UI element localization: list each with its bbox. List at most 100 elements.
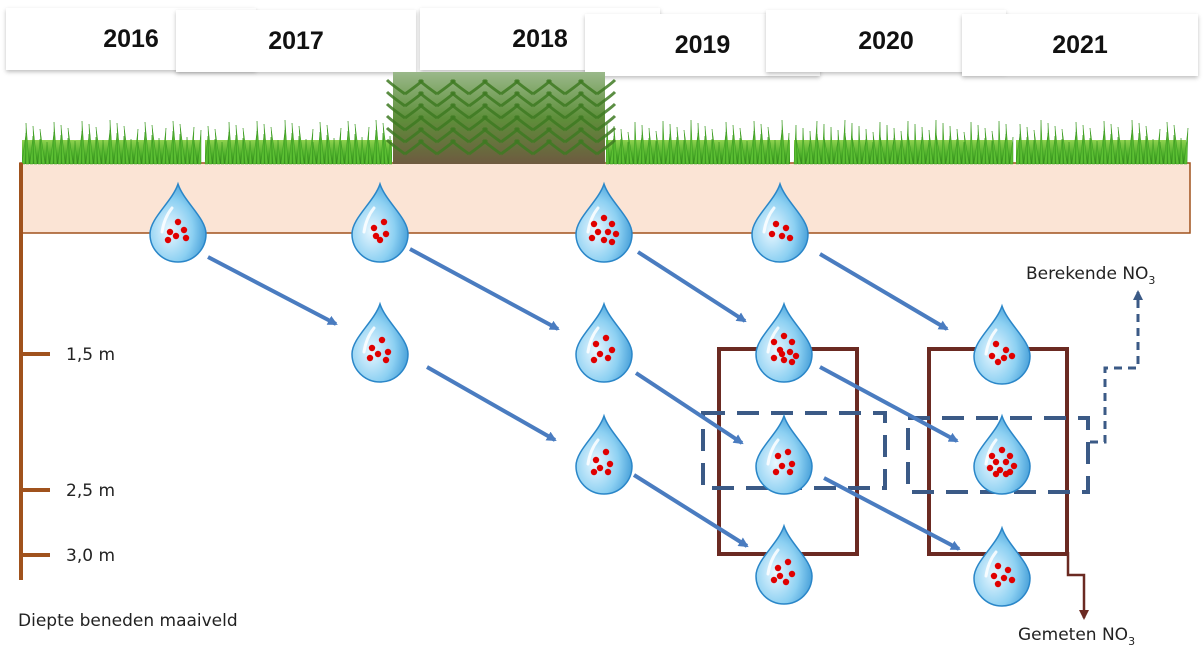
- nitrate-dot: [998, 446, 1006, 454]
- nitrate-dot: [770, 354, 778, 362]
- maize-crop-image: [385, 72, 617, 164]
- water-drop: [973, 303, 1031, 385]
- nitrate-dot: [782, 578, 790, 586]
- nitrate-dot: [986, 464, 994, 472]
- nitrate-dot: [608, 346, 616, 354]
- calculated-connector-arrow: [1090, 290, 1143, 444]
- nitrate-dot: [596, 464, 604, 472]
- nitrate-dot: [604, 468, 612, 476]
- nitrate-dot: [788, 460, 796, 468]
- grass-strip: [605, 119, 790, 165]
- nitrate-dot: [786, 234, 794, 242]
- water-drop: [755, 413, 813, 495]
- flow-arrow: [818, 252, 949, 331]
- nitrate-dot: [590, 468, 598, 476]
- nitrate-dot: [992, 470, 1000, 478]
- nitrate-dot: [370, 224, 378, 232]
- nitrate-dot: [1008, 576, 1016, 584]
- nitrate-dot: [1002, 470, 1010, 478]
- nitrate-dot: [590, 356, 598, 364]
- flow-arrow: [634, 371, 744, 445]
- grass-strip: [21, 119, 202, 165]
- nitrate-dot: [774, 564, 782, 572]
- nitrate-dot: [780, 332, 788, 340]
- nitrate-dot: [782, 224, 790, 232]
- water-drop: [755, 523, 813, 605]
- water-drop: [973, 413, 1031, 495]
- nitrate-dot: [180, 226, 188, 234]
- nitrate-dot: [1010, 462, 1018, 470]
- flow-arrow: [632, 473, 749, 548]
- nitrate-dot: [604, 228, 612, 236]
- nitrate-dot: [990, 572, 998, 580]
- water-drop: [351, 181, 409, 263]
- nitrate-dot: [1006, 452, 1014, 460]
- nitrate-dot: [770, 338, 778, 346]
- nitrate-dot: [786, 348, 794, 356]
- flow-arrow: [409, 247, 560, 331]
- nitrate-dot: [382, 230, 390, 238]
- nitrate-dot: [592, 340, 600, 348]
- nitrate-dot: [600, 214, 608, 222]
- calculated-no3-label: Berekende NO3: [1026, 264, 1155, 287]
- grass-strip: [793, 119, 1014, 165]
- nitrate-dot: [384, 348, 392, 356]
- measured-connector-arrow: [1066, 552, 1089, 620]
- nitrate-dot: [1000, 574, 1008, 582]
- nitrate-dot: [172, 232, 180, 240]
- flow-arrows: [207, 247, 961, 551]
- depth-axis: [19, 163, 50, 580]
- depth-axis-title: Diepte beneden maaiveld: [18, 611, 238, 631]
- nitrate-dot: [784, 558, 792, 566]
- flow-arrow: [426, 365, 557, 442]
- nitrate-dot: [792, 352, 800, 360]
- nitrate-dot: [1004, 566, 1012, 574]
- nitrate-dot: [772, 468, 780, 476]
- water-drops: [149, 181, 1031, 607]
- nitrate-dot: [602, 448, 610, 456]
- nitrate-dot: [594, 228, 602, 236]
- nitrate-dot: [174, 218, 182, 226]
- measured-no3-label: Gemeten NO3: [1018, 625, 1135, 648]
- nitrate-dot: [1008, 352, 1016, 360]
- water-drop: [973, 525, 1031, 607]
- grass-strip: [204, 119, 393, 165]
- nitrate-dot: [378, 336, 386, 344]
- flow-arrow: [823, 476, 961, 551]
- year-card-2021: 2021: [962, 14, 1198, 76]
- nitrate-dot: [588, 234, 596, 242]
- nitrate-dot: [1002, 346, 1010, 354]
- nitrate-dot: [994, 580, 1002, 588]
- nitrate-dot: [1002, 458, 1010, 466]
- nitrate-dot: [590, 220, 598, 228]
- nitrate-dot: [612, 230, 620, 238]
- nitrate-dot: [788, 358, 796, 366]
- nitrate-dot: [772, 220, 780, 228]
- nitrate-dot: [992, 340, 1000, 348]
- nitrate-dot: [368, 344, 376, 352]
- nitrate-dot: [608, 220, 616, 228]
- nitrate-dot: [166, 228, 174, 236]
- flow-arrow: [636, 250, 747, 323]
- nitrate-dot: [596, 350, 604, 358]
- grass-strip: [1015, 119, 1189, 165]
- nitrate-dot: [374, 350, 382, 358]
- nitrate-dot: [774, 452, 782, 460]
- nitrate-dot: [996, 466, 1004, 474]
- flow-arrow: [207, 255, 338, 326]
- water-drop: [575, 301, 633, 383]
- nitrate-dot: [376, 236, 384, 244]
- water-drop: [351, 301, 409, 383]
- nitrate-dot: [784, 448, 792, 456]
- year-card-2017: 2017: [176, 10, 416, 72]
- nitrate-dot: [182, 234, 190, 242]
- nitrate-dot: [592, 456, 600, 464]
- grass-strips: [21, 119, 1189, 165]
- nitrate-dot: [604, 354, 612, 362]
- nitrate-dot: [372, 232, 380, 240]
- nitrate-dot: [776, 572, 784, 580]
- nitrate-dot: [1000, 354, 1008, 362]
- nitrate-dot: [786, 468, 794, 476]
- nitrate-dot: [788, 570, 796, 578]
